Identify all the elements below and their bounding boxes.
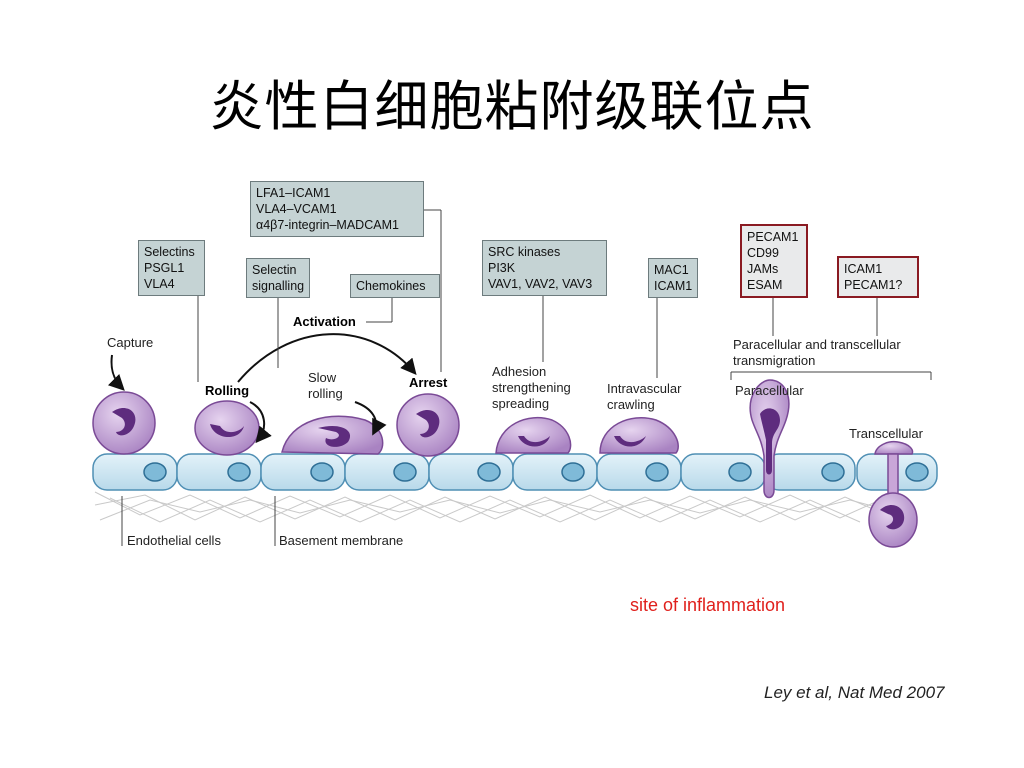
adhesion-line-2: strengthening: [492, 380, 571, 395]
citation: Ley et al, Nat Med 2007: [764, 683, 945, 702]
paracellular-label: Paracellular: [735, 383, 804, 398]
mac1-line-2: ICAM1: [654, 279, 693, 293]
transmigration-line-2: transmigration: [733, 353, 816, 368]
selectin-signalling-line-1: Selectin: [252, 263, 297, 277]
pecam-box: PECAM1 CD99 JAMs ESAM: [740, 224, 808, 298]
mac1-box: MAC1 ICAM1: [648, 258, 698, 298]
leukocyte-crawling: [599, 417, 679, 454]
slow-rolling-line-2: rolling: [308, 386, 343, 401]
crawling-label: Intravascular crawling: [607, 381, 681, 413]
ligand-line-3: α4β7-integrin–MADCAM1: [256, 218, 399, 232]
ligand-box: LFA1–ICAM1 VLA4–VCAM1 α4β7-integrin–MADC…: [250, 181, 424, 237]
adhesion-line-3: spreading: [492, 396, 550, 411]
leukocytes: [92, 379, 918, 548]
icam-box: ICAM1 PECAM1?: [837, 256, 919, 298]
leukocyte-rolling: [194, 400, 260, 456]
src-line-2: PI3K: [488, 261, 516, 275]
leukocyte-spreading: [495, 416, 572, 454]
capture-molecules-box: Selectins PSGL1 VLA4: [138, 240, 205, 296]
transmigration-line-1: Paracellular and transcellular: [733, 337, 901, 352]
src-line-1: SRC kinases: [488, 245, 561, 259]
capture-molecule-2: PSGL1: [144, 261, 185, 275]
leukocyte-capture: [92, 391, 156, 455]
endothelial-cells-label: Endothelial cells: [127, 533, 221, 548]
site-of-inflammation-label: site of inflammation: [630, 595, 786, 615]
endothelium: [92, 453, 938, 491]
crawling-line-2: crawling: [607, 397, 655, 412]
page-title: 炎性白细胞粘附级联位点: [209, 75, 815, 138]
activation-arc: [237, 333, 417, 383]
selectin-signalling-box: Selectin signalling: [246, 258, 310, 298]
icam-line-1: ICAM1: [844, 262, 883, 276]
chemokines-label: Chemokines: [356, 279, 426, 293]
slow-rolling-arrow: [354, 401, 387, 436]
leukocyte-arrest: [396, 393, 460, 457]
basement-membrane-fibers: [94, 491, 881, 523]
ligand-line-2: VLA4–VCAM1: [256, 202, 337, 216]
connectors: [107, 209, 932, 546]
pecam-line-1: PECAM1: [747, 230, 799, 244]
slow-rolling-line-1: Slow: [308, 370, 337, 385]
selectin-signalling-line-2: signalling: [252, 279, 305, 293]
adhesion-label: Adhesion strengthening spreading: [492, 364, 571, 412]
capture-label: Capture: [107, 335, 154, 350]
rolling-label: Rolling: [205, 383, 250, 398]
pecam-line-2: CD99: [747, 246, 779, 260]
rolling-arrow: [249, 401, 272, 444]
slow-rolling-label: Slow rolling: [308, 370, 343, 402]
pecam-line-4: ESAM: [747, 278, 783, 292]
pecam-line-3: JAMs: [747, 262, 779, 276]
arrest-label: Arrest: [409, 375, 448, 390]
crawling-line-1: Intravascular: [607, 381, 682, 396]
leukocyte-transcellular-top: [874, 440, 914, 455]
transcellular-label: Transcellular: [849, 426, 923, 441]
mac1-line-1: MAC1: [654, 263, 689, 277]
chemokines-box: Chemokines: [350, 274, 440, 298]
basement-membrane-label: Basement membrane: [279, 533, 404, 548]
icam-line-2: PECAM1?: [844, 278, 903, 292]
adhesion-line-1: Adhesion: [492, 364, 547, 379]
ligand-line-1: LFA1–ICAM1: [256, 186, 331, 200]
src-line-3: VAV1, VAV2, VAV3: [488, 277, 593, 291]
capture-molecule-1: Selectins: [144, 245, 195, 259]
capture-molecule-3: VLA4: [144, 277, 175, 291]
transmigration-label: Paracellular and transcellular transmigr…: [733, 337, 901, 369]
capture-arrow: [107, 354, 125, 391]
activation-label: Activation: [293, 314, 356, 329]
leukocyte-slow-rolling: [281, 415, 384, 455]
src-kinases-box: SRC kinases PI3K VAV1, VAV2, VAV3: [482, 240, 607, 296]
